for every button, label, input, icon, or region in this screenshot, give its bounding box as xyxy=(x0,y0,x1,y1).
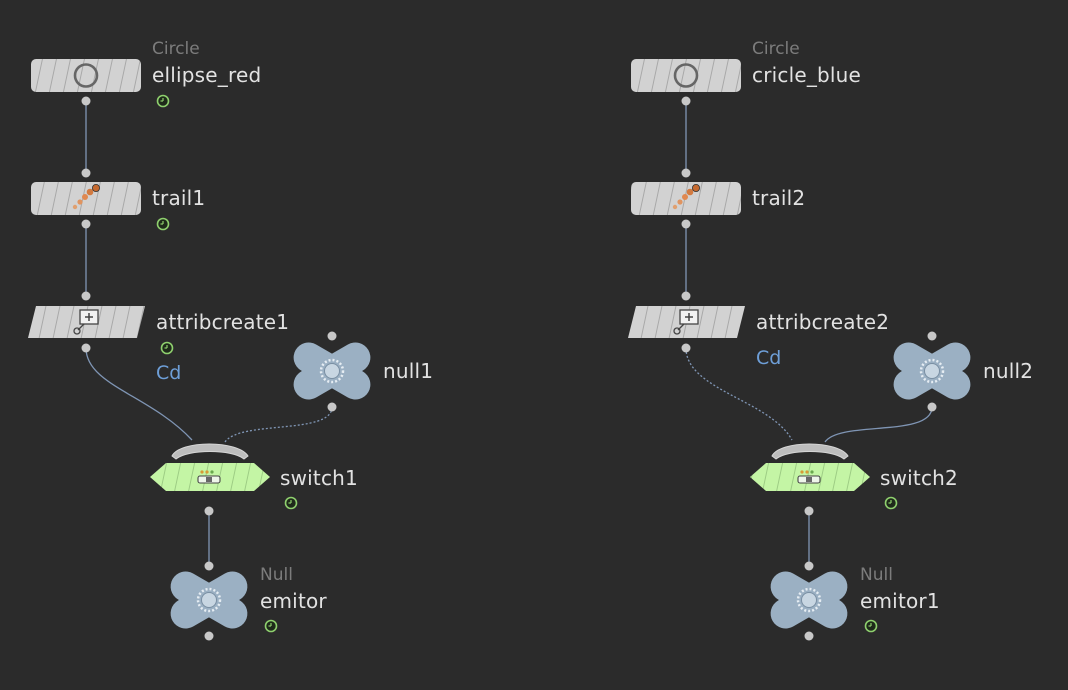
node-name-label[interactable]: ellipse_red xyxy=(152,63,262,87)
node-type-label: Circle xyxy=(152,39,200,59)
node-name-label[interactable]: emitor1 xyxy=(860,589,940,613)
wire[interactable] xyxy=(824,406,933,443)
clock-flag-icon xyxy=(264,619,278,633)
trail-icon xyxy=(72,183,101,210)
node-name-label[interactable]: trail1 xyxy=(152,186,206,210)
trail-icon xyxy=(672,183,701,210)
clock-flag-icon xyxy=(884,496,898,510)
node-trail-left[interactable] xyxy=(31,168,170,231)
null-gear-icon xyxy=(286,335,378,407)
node-circle-right[interactable] xyxy=(631,59,741,106)
node-type-label: Circle xyxy=(752,39,800,59)
node-name-label[interactable]: null1 xyxy=(383,359,434,383)
clock-flag-icon xyxy=(156,94,170,108)
null-gear-icon xyxy=(163,564,255,636)
circle-icon xyxy=(73,63,99,88)
switch-icon xyxy=(197,470,221,484)
node-trail-right[interactable] xyxy=(631,168,741,229)
node-name-label[interactable]: attribcreate2 xyxy=(756,310,890,334)
wire[interactable] xyxy=(85,347,193,441)
attribcreate-icon xyxy=(673,309,699,335)
wire-dotted[interactable] xyxy=(685,347,793,441)
node-type-label: Null xyxy=(860,565,893,585)
switch-icon xyxy=(797,470,821,484)
clock-flag-icon xyxy=(864,619,878,633)
attribute-label: Cd xyxy=(156,362,182,384)
node-circle-left[interactable] xyxy=(31,59,170,108)
clock-flag-icon xyxy=(156,217,170,231)
clock-flag-icon xyxy=(284,496,298,510)
null-gear-icon xyxy=(763,564,855,636)
node-type-label: Null xyxy=(260,565,293,585)
node-name-label[interactable]: emitor xyxy=(260,589,327,613)
right-network xyxy=(628,59,978,641)
circle-icon xyxy=(673,63,699,88)
node-switch1[interactable] xyxy=(150,443,298,516)
node-name-label[interactable]: switch2 xyxy=(880,466,958,490)
attribcreate-icon xyxy=(73,309,99,335)
attribute-label: Cd xyxy=(756,347,782,369)
node-name-label[interactable]: attribcreate1 xyxy=(156,310,290,334)
node-attribcreate-left[interactable] xyxy=(28,291,174,355)
null-gear-icon xyxy=(886,335,978,407)
node-name-label[interactable]: cricle_blue xyxy=(752,63,862,87)
node-name-label[interactable]: trail2 xyxy=(752,186,806,210)
node-attribcreate-right[interactable] xyxy=(628,291,745,353)
node-null2[interactable] xyxy=(886,331,978,412)
node-switch2[interactable] xyxy=(750,443,898,516)
wire-dotted[interactable] xyxy=(224,406,333,443)
left-network xyxy=(28,59,378,641)
clock-flag-icon xyxy=(160,341,174,355)
node-name-label[interactable]: null2 xyxy=(983,359,1034,383)
node-name-label[interactable]: switch1 xyxy=(280,466,358,490)
node-null1[interactable] xyxy=(286,331,378,412)
